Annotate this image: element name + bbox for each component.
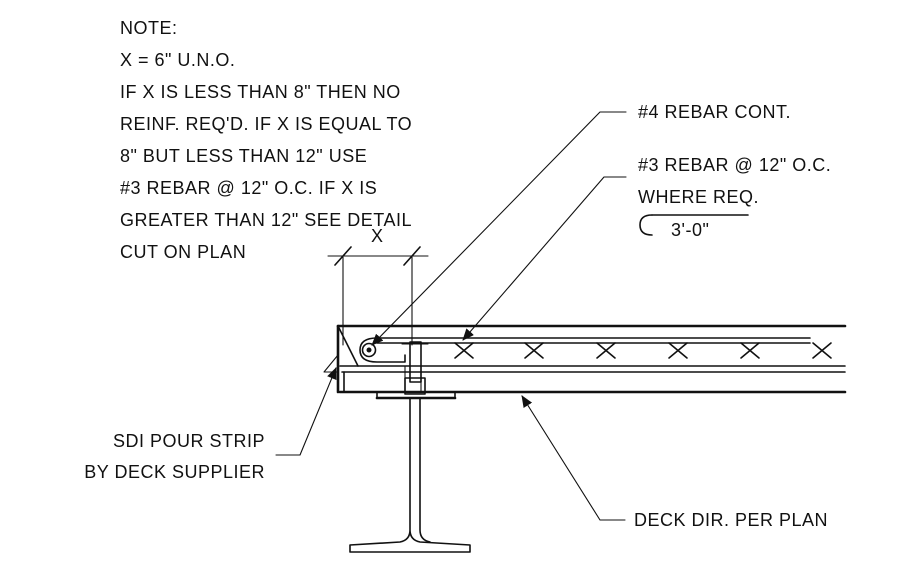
note-line: #3 REBAR @ 12" O.C. IF X IS (120, 178, 377, 198)
note-line: 8" BUT LESS THAN 12" USE (120, 146, 367, 166)
dimension-label: X (371, 226, 384, 246)
note-line: IF X IS LESS THAN 8" THEN NO (120, 82, 401, 102)
rebar-3-markers (454, 342, 832, 359)
note-line: GREATER THAN 12" SEE DETAIL (120, 210, 412, 230)
rebar-4-cont (359, 337, 811, 363)
callout-rebar-3-length: 3'-0" (671, 220, 709, 240)
note-line: CUT ON PLAN (120, 242, 246, 262)
steel-beam (349, 365, 471, 553)
general-note: NOTE: X = 6" U.N.O. IF X IS LESS THAN 8"… (120, 18, 412, 262)
callout-pour-strip-line2: BY DECK SUPPLIER (84, 462, 265, 482)
leader-pour-strip: SDI POUR STRIP BY DECK SUPPLIER (84, 367, 337, 482)
leader-deck-dir: DECK DIR. PER PLAN (521, 395, 828, 530)
dimension-x: X (327, 226, 429, 346)
shear-stud (401, 341, 429, 395)
note-line: REINF. REQ'D. IF X IS EQUAL TO (120, 114, 412, 134)
slab-section (323, 324, 847, 394)
callout-rebar-3-line2: WHERE REQ. (638, 187, 759, 207)
callout-rebar-4: #4 REBAR CONT. (638, 102, 791, 122)
callout-deck-dir: DECK DIR. PER PLAN (634, 510, 828, 530)
leader-rebar-3: #3 REBAR @ 12" O.C. WHERE REQ. 3'-0" (462, 155, 831, 341)
callout-pour-strip-line1: SDI POUR STRIP (113, 431, 265, 451)
note-line: X = 6" U.N.O. (120, 50, 235, 70)
leader-rebar-4: #4 REBAR CONT. (371, 102, 791, 346)
note-line: NOTE: (120, 18, 178, 38)
callout-rebar-3-line1: #3 REBAR @ 12" O.C. (638, 155, 831, 175)
